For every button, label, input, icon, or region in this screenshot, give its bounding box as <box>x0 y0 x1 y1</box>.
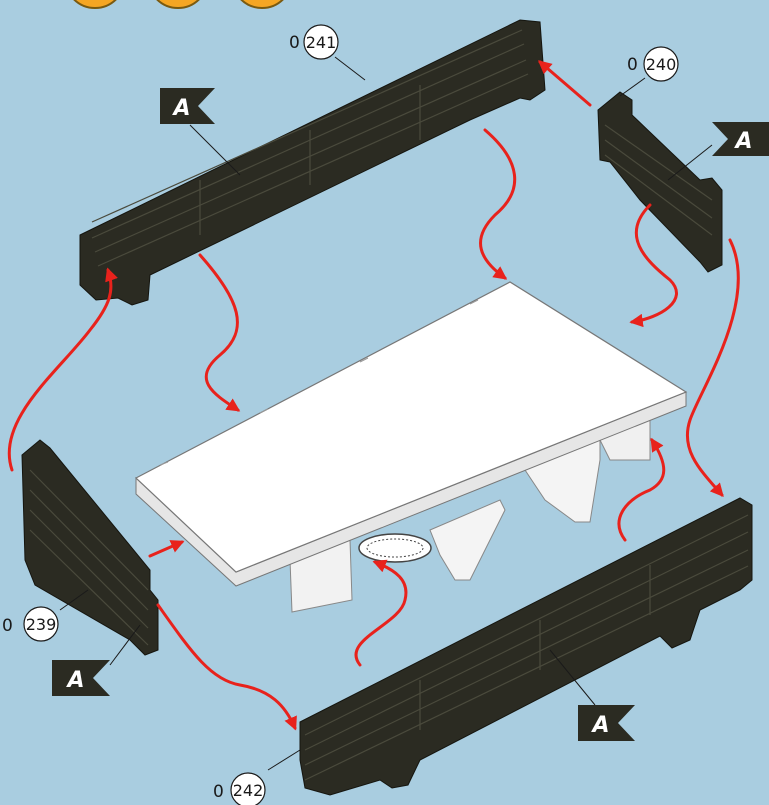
qty-239: 0 <box>2 616 13 636</box>
callout-242: 0 242 <box>213 773 265 805</box>
panel-240 <box>598 92 722 272</box>
orange-discs <box>65 0 292 8</box>
part-number-242: 242 <box>233 781 264 800</box>
base-plate <box>136 282 686 612</box>
leader-242 <box>268 750 300 770</box>
arrow-240-to-242 <box>687 240 738 495</box>
callout-240: 0 240 <box>627 47 678 81</box>
leader-240 <box>620 78 645 96</box>
panel-241 <box>80 20 545 305</box>
part-number-239: 239 <box>26 615 57 634</box>
qty-241: 0 <box>289 33 300 53</box>
qty-242: 0 <box>213 782 224 802</box>
arrow-241-to-base-right <box>481 130 515 278</box>
qty-240: 0 <box>627 55 638 75</box>
part-number-241: 241 <box>306 33 337 52</box>
flag-top-left: A <box>160 88 215 124</box>
flag-top-right: A <box>712 122 769 156</box>
callout-239: 0 239 <box>2 607 58 641</box>
arrow-239-to-242 <box>158 605 295 728</box>
callout-241: 0 241 <box>289 25 338 59</box>
flag-label: A <box>590 713 609 738</box>
flag-label: A <box>171 96 190 121</box>
flag-bottom-left: A <box>52 660 110 696</box>
gear-icon <box>359 534 431 562</box>
arrow-241-to-base-left <box>200 255 238 410</box>
arrow-239-to-base <box>150 542 182 556</box>
flag-label: A <box>733 129 752 154</box>
flag-label: A <box>65 668 84 693</box>
arrow-to-240 <box>540 62 590 105</box>
arrow-242-to-gear <box>356 562 406 665</box>
part-number-240: 240 <box>646 55 677 74</box>
leader-241 <box>335 57 365 80</box>
flag-bottom-right: A <box>578 705 635 741</box>
